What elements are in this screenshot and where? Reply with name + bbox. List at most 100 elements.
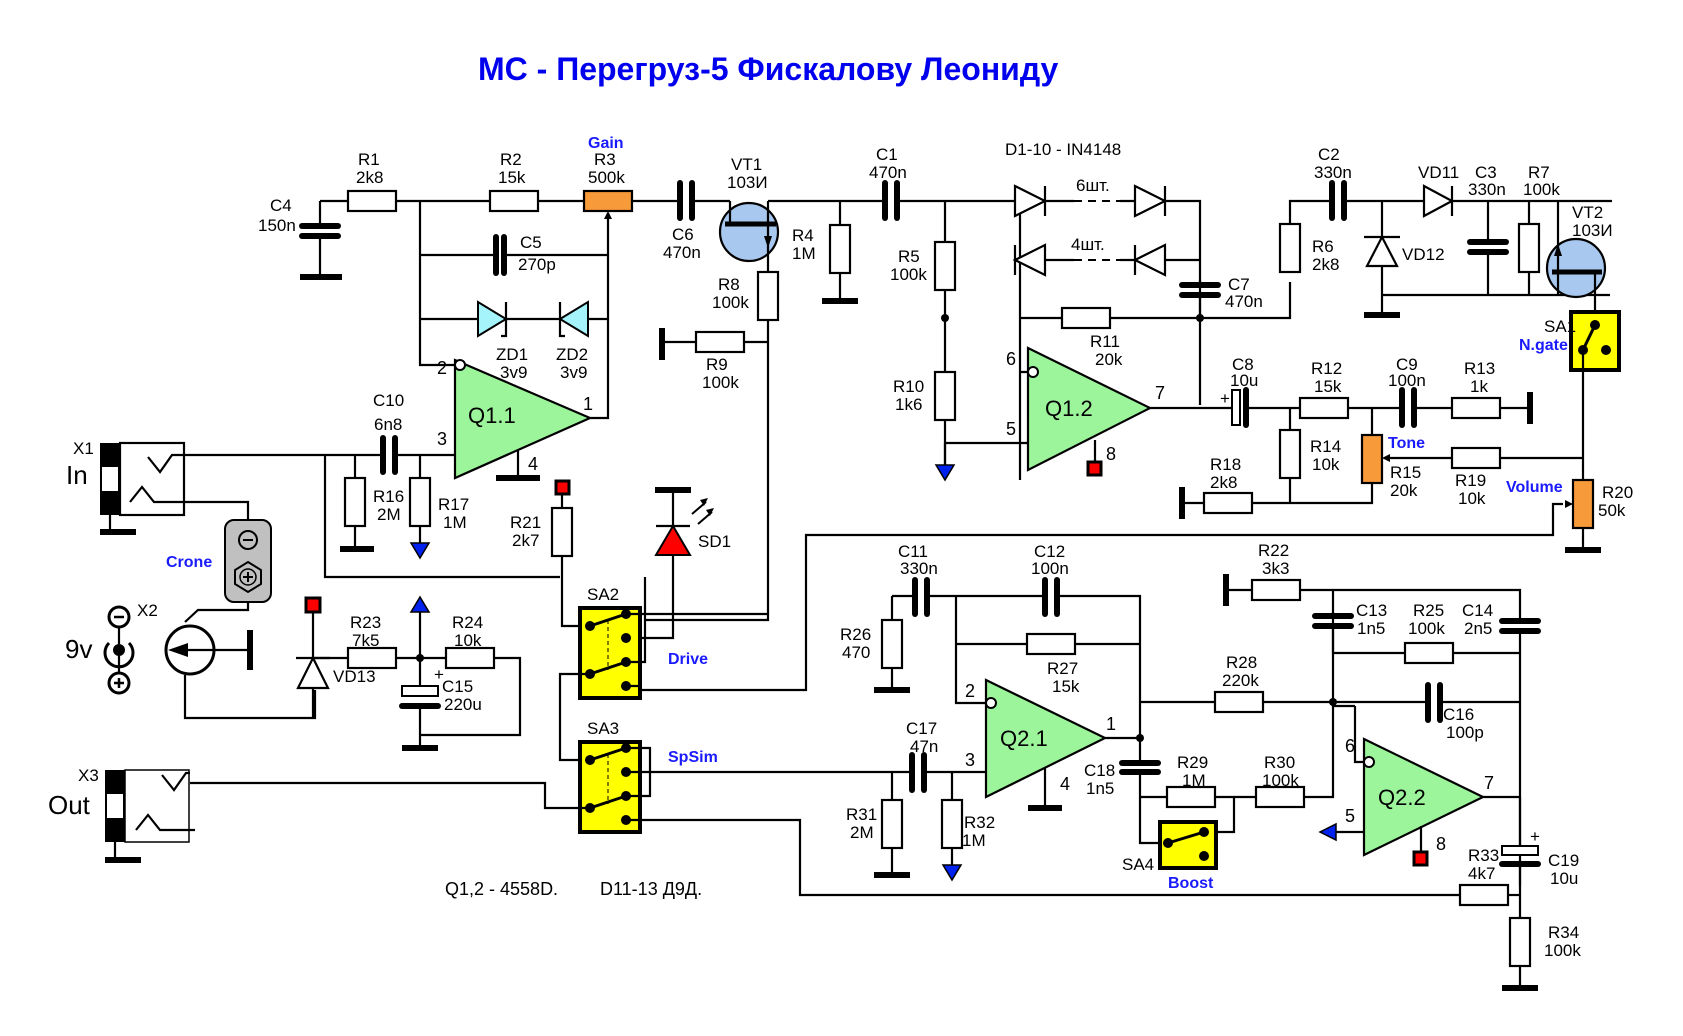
diode-vd13: VD13 [296, 596, 376, 718]
note-diodes: D11-13 Д9Д. [600, 879, 702, 899]
c8-value: 10u [1230, 371, 1258, 390]
r18-value: 2k8 [1210, 473, 1237, 492]
resistor-r33: R33 4k7 [1458, 846, 1520, 907]
capacitor-c9: C9 100n [1388, 355, 1426, 428]
input-jack-x1[interactable]: X1 In [66, 439, 330, 535]
r7-value: 100k [1523, 180, 1560, 199]
capacitor-c18: C18 1n5 [1084, 738, 1167, 845]
r19-ref: R19 [1455, 471, 1486, 490]
resistor-r25: R25 100k [1403, 601, 1455, 665]
c7-ref: C7 [1228, 275, 1250, 294]
output-jack-x3[interactable]: X3 Out [48, 766, 195, 863]
c16-ref: C16 [1443, 705, 1474, 724]
x3-label: Out [48, 790, 91, 820]
r23-ref: R23 [350, 613, 381, 632]
resistor-r34: R34 100k [1502, 916, 1581, 991]
boost-switch-sa4[interactable]: SA4 Boost [1122, 820, 1218, 892]
battery-label: Crone [166, 554, 212, 571]
opamp-q1-2: Q1.2 6 5 7 8 [1006, 346, 1200, 477]
r34-value: 100k [1544, 941, 1581, 960]
noise-gate-switch-sa1[interactable]: SA1 N.gate [1519, 310, 1621, 480]
c10-ref: C10 [373, 391, 404, 410]
jfet-vt1: VT1 103И [718, 155, 780, 275]
r1-ref: R1 [358, 150, 380, 169]
c17-value: 47n [910, 737, 938, 756]
c12-value: 100n [1031, 559, 1069, 578]
c4-ref: C4 [270, 196, 292, 215]
x3-ref: X3 [78, 766, 99, 785]
r8-value: 100k [712, 293, 749, 312]
c9-ref: C9 [1396, 355, 1418, 374]
q1-2-pin5: 5 [1006, 419, 1016, 439]
volume-potentiometer-r20[interactable]: Volume R20 50k [640, 478, 1633, 692]
c17-ref: C17 [906, 719, 937, 738]
r30-value: 100k [1262, 771, 1299, 790]
resistor-r1: R1 2k8 [346, 150, 398, 213]
r31-value: 2M [850, 823, 874, 842]
schematic-title: МС - Перегруз-5 Фискалову Леониду [478, 51, 1059, 87]
sa4-ref: SA4 [1122, 855, 1154, 874]
sa1-ref: SA1 [1544, 317, 1576, 336]
r5-value: 100k [890, 265, 927, 284]
r32-ref: R32 [964, 813, 995, 832]
r29-value: 1M [1182, 771, 1206, 790]
resistor-r9: R9 100k [659, 328, 768, 392]
r13-value: 1k [1470, 377, 1488, 396]
resistor-r11: R11 20k [1060, 306, 1123, 369]
resistor-r6: R6 2k8 [1278, 222, 1339, 274]
resistor-r21: R21 2k7 [510, 479, 590, 628]
r14-value: 10k [1312, 455, 1340, 474]
r34-ref: R34 [1548, 923, 1579, 942]
r31-ref: R31 [846, 805, 877, 824]
c11-value: 330n [900, 559, 938, 578]
r5-ref: R5 [898, 247, 920, 266]
capacitor-c3: C3 330n [1467, 163, 1509, 295]
vd12-label: VD12 [1402, 245, 1445, 264]
r11-ref: R11 [1090, 332, 1120, 351]
q2-2-pin6: 6 [1345, 736, 1355, 756]
r27-ref: R27 [1047, 659, 1078, 678]
resistor-r10: R10 1k6 [893, 370, 957, 422]
resistor-r5: R5 100k [890, 240, 957, 292]
power-switch-jack [164, 624, 317, 720]
c18-ref: C18 [1084, 761, 1115, 780]
c16-value: 100p [1446, 723, 1484, 742]
power-jack-x2[interactable]: X2 9v [65, 601, 158, 695]
tone-potentiometer-r15[interactable]: Tone R15 20k [1252, 408, 1452, 505]
q2-1-pin1: 1 [1106, 714, 1116, 734]
c1-ref: C1 [876, 145, 898, 164]
sa3-ref: SA3 [587, 719, 619, 738]
note-opamps: Q1,2 - 4558D. [445, 879, 558, 899]
c9-value: 100n [1388, 371, 1426, 390]
boost-label: Boost [1168, 875, 1214, 892]
r12-value: 15k [1314, 377, 1342, 396]
capacitor-c15: + C15 220u [399, 665, 482, 751]
ngate-label: N.gate [1519, 337, 1568, 354]
spsim-switch-sa3[interactable]: SA3 SpSim [190, 719, 1460, 897]
r29-ref: R29 [1177, 753, 1208, 772]
r17-value: 1M [443, 513, 467, 532]
capacitor-c5: C5 270p [493, 233, 556, 276]
q2-1-pin4: 4 [1060, 774, 1070, 794]
r26-value: 470 [842, 643, 870, 662]
capacitor-c6: C6 470n [663, 180, 701, 262]
diode-chain-d1-d10: D1-10 - IN4148 6шт. 4шт. [1005, 140, 1202, 318]
c2-value: 330n [1314, 163, 1352, 182]
opamp-q2-2: Q2.2 6 5 7 8 [1318, 706, 1520, 867]
drive-switch-sa2[interactable]: SA2 Drive [558, 577, 768, 762]
r26-ref: R26 [840, 625, 871, 644]
battery-crone: Crone [166, 519, 272, 623]
zd2-ref: ZD2 [556, 345, 588, 364]
c19-plus: + [1530, 827, 1540, 846]
vt1-value: 103И [727, 173, 768, 192]
q2-2-name: Q2.2 [1378, 785, 1426, 810]
q1-1-name: Q1.1 [468, 403, 516, 428]
capacitor-c4: C4 150n [258, 196, 348, 280]
q1-2-pin7: 7 [1155, 383, 1165, 403]
capacitor-c7: C7 470n [1179, 260, 1263, 318]
r15-ref: R15 [1390, 463, 1421, 482]
resistor-r27: R27 15k [1025, 632, 1080, 696]
q1-1-pin3: 3 [437, 429, 447, 449]
r3-ref: R3 [594, 150, 616, 169]
